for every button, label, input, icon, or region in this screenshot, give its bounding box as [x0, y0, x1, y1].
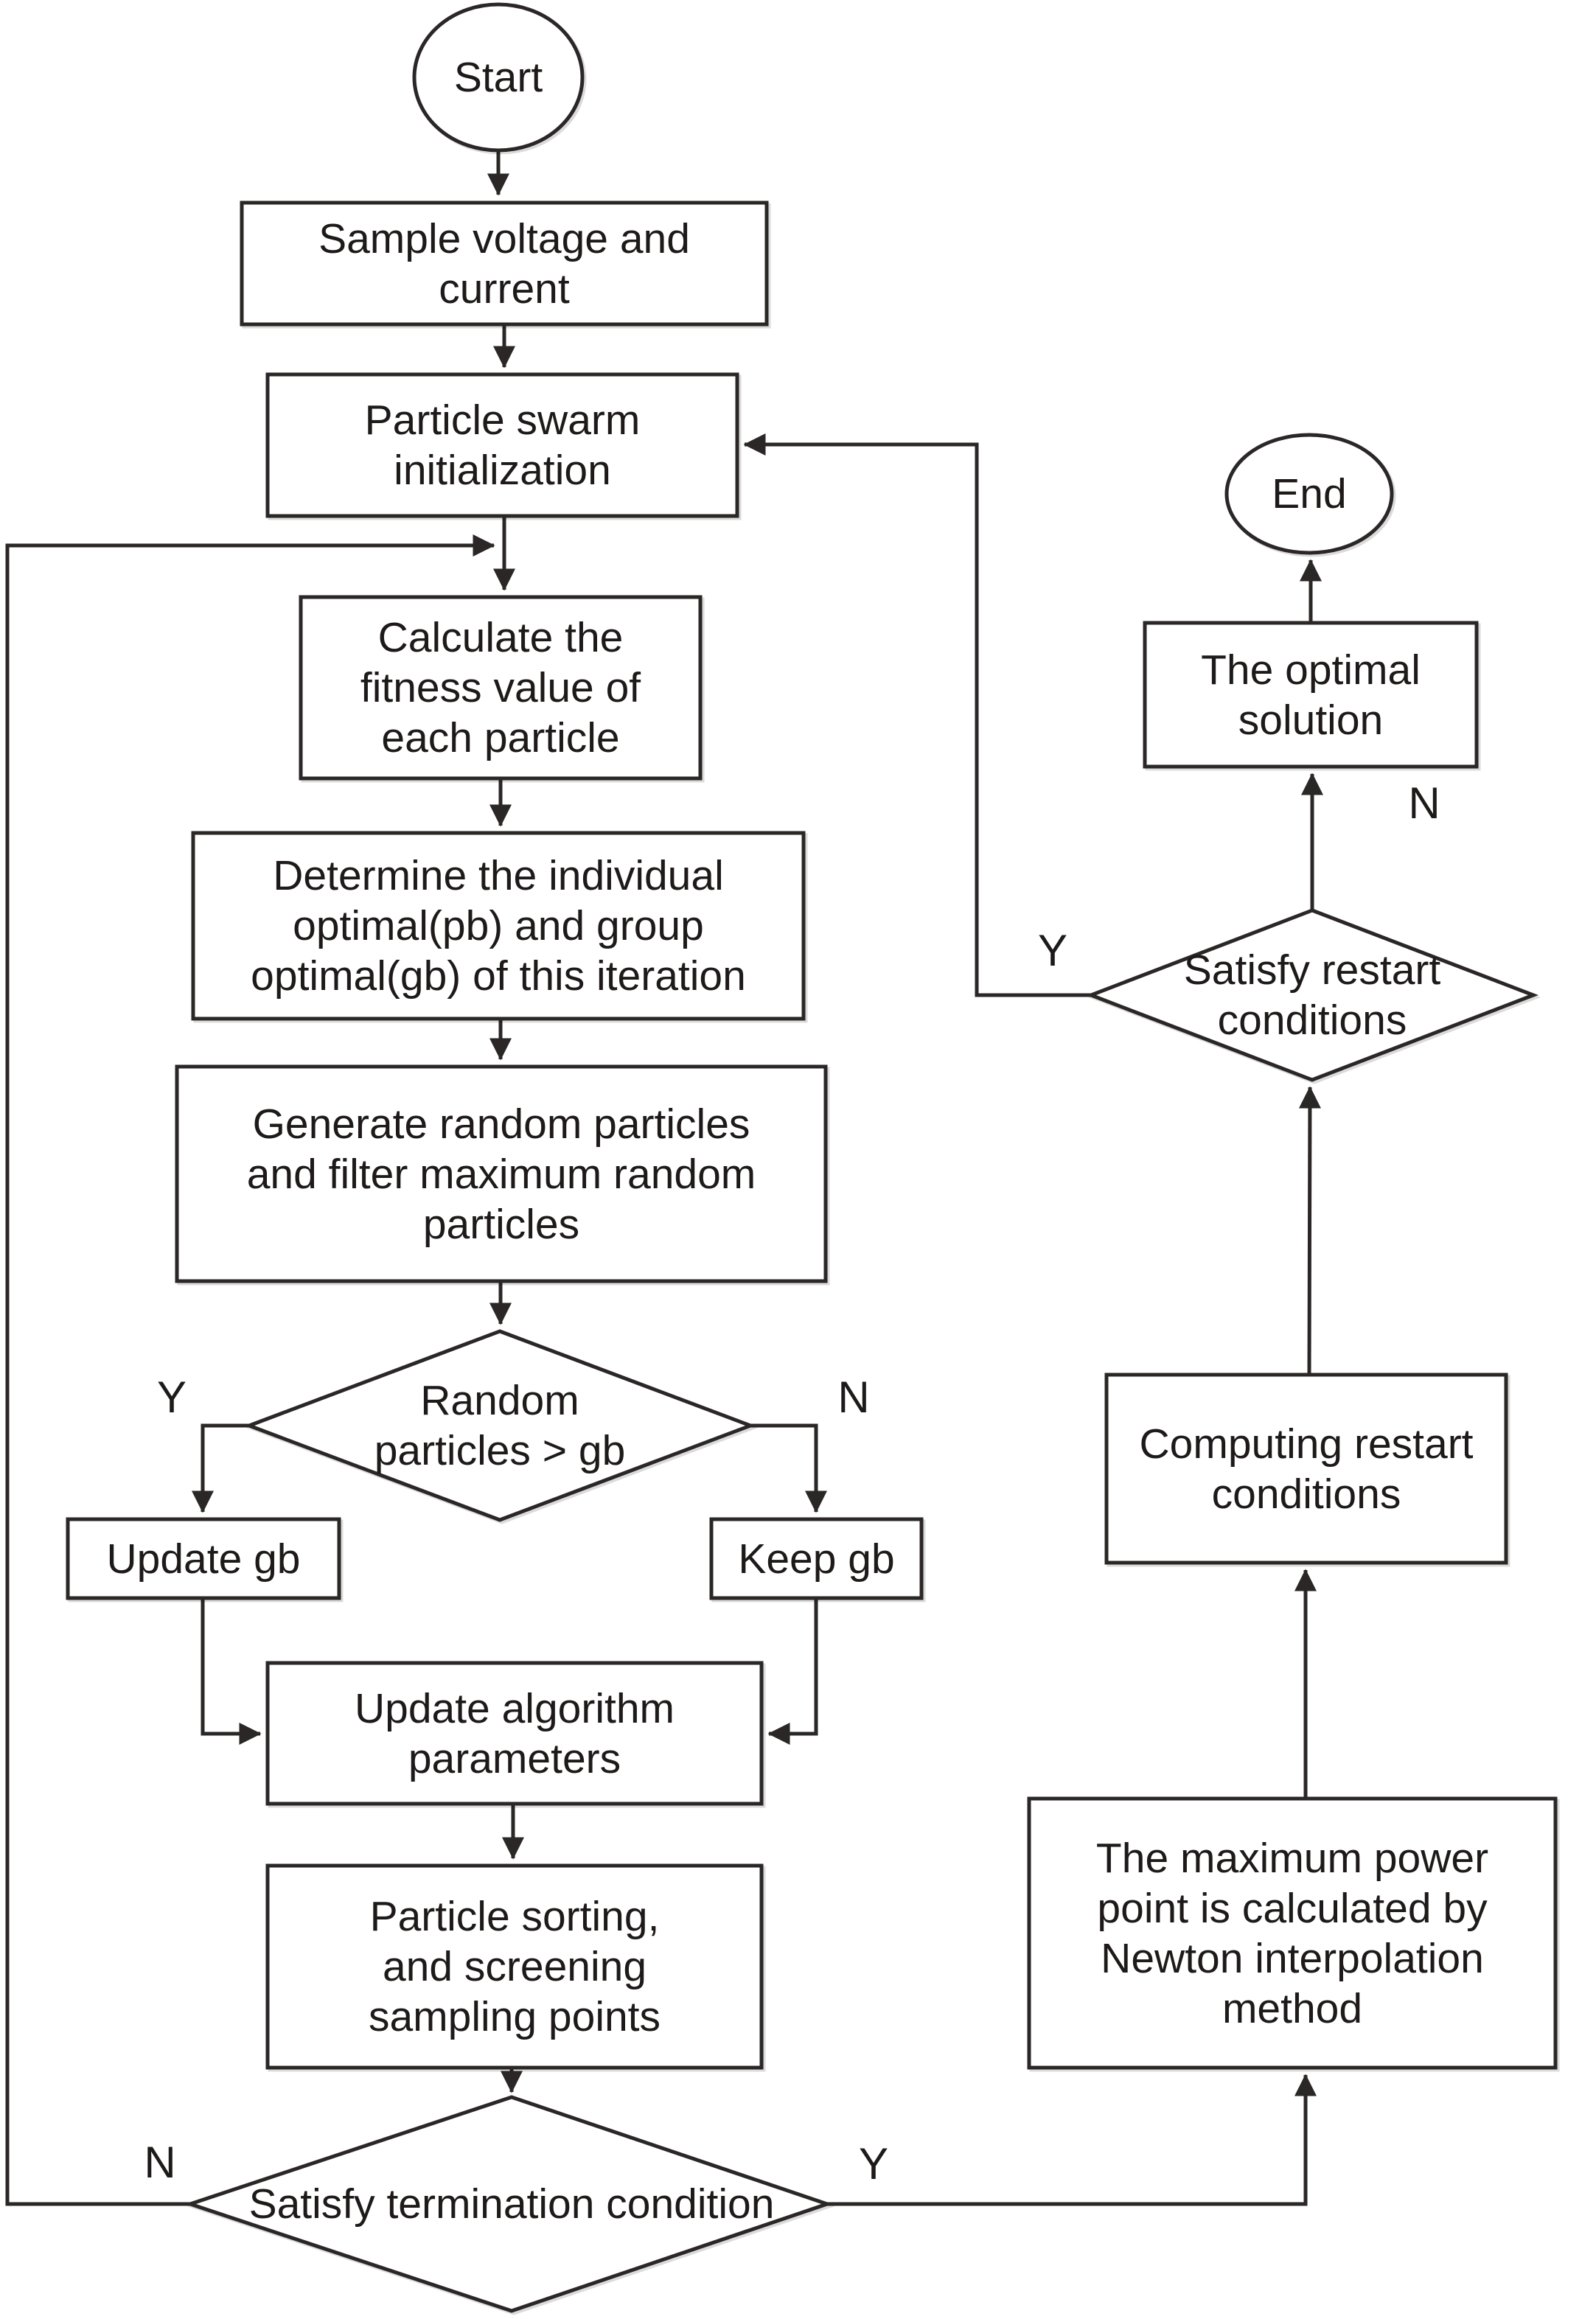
- init-box-label: Particle swarm initialization: [364, 397, 641, 494]
- arrow-random-no-to-keep-gb: [750, 1423, 827, 1513]
- termination-yes-label: Y: [858, 2139, 889, 2189]
- update-params-box-shape: [265, 1661, 764, 1806]
- arrow-restart-yes-to-init: [743, 433, 1091, 997]
- arrow-computing-to-restart-decision: [1298, 1086, 1321, 1375]
- arrow-random-yes-to-update-gb: [192, 1423, 249, 1513]
- start-terminator-shape: [412, 2, 585, 153]
- computing-box-shape: [1104, 1373, 1508, 1565]
- keep-gb-box-label: Keep gb: [738, 1535, 895, 1583]
- end-terminator-label: End: [1272, 470, 1347, 517]
- sorting-box-label: Particle sorting, and screening sampling…: [368, 1893, 661, 2040]
- sample-box-shape: [240, 200, 769, 327]
- termination-no-label: N: [144, 2138, 176, 2187]
- restart-no-label: N: [1408, 778, 1440, 828]
- determine-box-label: Determine the individual optimal(pb) and…: [251, 852, 746, 1000]
- update-gb-box-label: Update gb: [106, 1535, 301, 1583]
- computing-box-label: Computing restart conditions: [1139, 1420, 1474, 1518]
- optimal-box-label: The optimal solution: [1201, 646, 1421, 744]
- random-yes-label: Y: [156, 1373, 187, 1422]
- generate-box-label: Generate random particles and filter max…: [246, 1100, 756, 1248]
- restart-decision-shape: [1086, 908, 1538, 1082]
- update-params-box-label: Update algorithm parameters: [354, 1684, 675, 1782]
- arrow-update-gb-to-update-params: [201, 1598, 262, 1745]
- arrow-keep-gb-to-update-params: [767, 1598, 818, 1745]
- sample-box-label: Sample voltage and current: [318, 215, 690, 313]
- termination-decision-label: Satisfy termination condition: [248, 2180, 775, 2228]
- termination-decision-shape: [184, 2095, 833, 2313]
- determine-box-shape: [191, 831, 806, 1021]
- fitness-box-shape: [299, 595, 703, 781]
- optimal-box-shape: [1143, 621, 1479, 769]
- restart-yes-label: Y: [1037, 926, 1068, 975]
- start-terminator-label: Start: [453, 54, 543, 101]
- sorting-box-shape: [265, 1863, 764, 2070]
- generate-box-shape: [175, 1064, 828, 1283]
- random-decision-shape: [243, 1329, 756, 1522]
- keep-gb-box-shape: [709, 1517, 924, 1600]
- random-no-label: N: [837, 1373, 870, 1422]
- newton-box-label: The maximum power point is calculated by…: [1095, 1834, 1489, 2032]
- arrow-termination-no-loop: [5, 534, 495, 2206]
- arrow-termination-yes-to-newton: [827, 2074, 1317, 2206]
- fitness-box-label: Calculate the fitness value of each part…: [360, 614, 641, 761]
- restart-decision-label: Satisfy restart conditions: [1183, 946, 1441, 1044]
- update-gb-box-shape: [66, 1517, 341, 1600]
- end-terminator-shape: [1224, 433, 1394, 555]
- random-decision-label: Random particles > gb: [374, 1377, 626, 1474]
- init-box-shape: [265, 372, 739, 518]
- newton-box-shape: [1027, 1796, 1558, 2070]
